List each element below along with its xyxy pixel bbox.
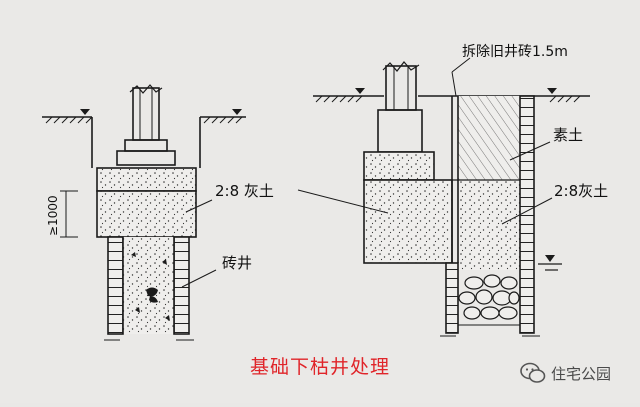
label-brick-well: 砖井 bbox=[222, 254, 252, 272]
right-section bbox=[297, 57, 590, 337]
grade-symbol-right bbox=[355, 88, 557, 94]
watermark-text: 住宅公园 bbox=[551, 364, 612, 383]
wechat-icon bbox=[520, 362, 546, 383]
dimension-label: ≥1000 bbox=[46, 195, 60, 236]
label-remove-brick: 拆除旧井砖1.5m bbox=[462, 44, 568, 60]
grade-symbol-left bbox=[80, 109, 242, 115]
water-level bbox=[538, 255, 562, 271]
figure-caption: 基础下枯井处理 bbox=[249, 356, 390, 378]
well-stones bbox=[131, 252, 170, 321]
watermark: 住宅公园 bbox=[520, 362, 611, 384]
label-lime-soil-right: 2:8灰土 bbox=[554, 182, 608, 200]
rubble-stones bbox=[458, 274, 520, 320]
label-lime-soil-left: 2:8 灰土 bbox=[215, 182, 274, 200]
left-section bbox=[42, 84, 246, 341]
label-plain-soil: 素土 bbox=[553, 126, 583, 144]
ground-hatch-left bbox=[45, 116, 243, 124]
ground-hatch-right bbox=[315, 95, 581, 103]
